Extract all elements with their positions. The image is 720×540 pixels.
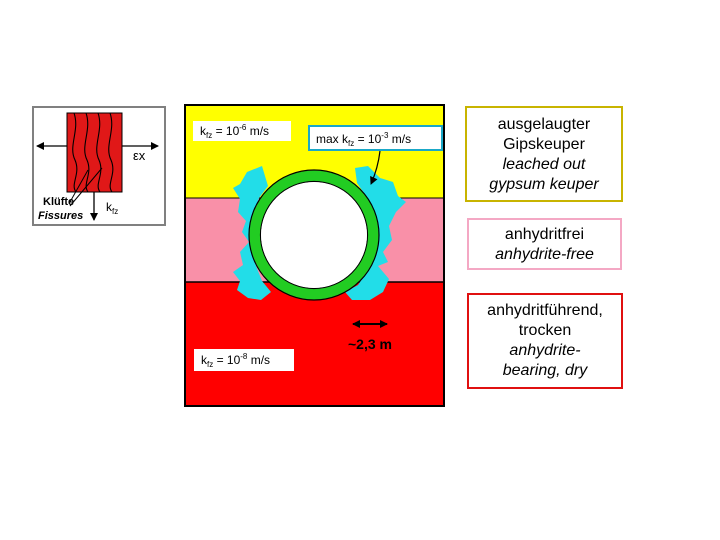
fissure-line (72, 112, 78, 193)
legend-en-line: gypsum keuper (489, 176, 599, 193)
epsilon-label: εx (133, 148, 146, 163)
legend-en-line: anhydrite-free (495, 246, 594, 263)
kfz-inset-label: kfz (106, 200, 118, 216)
layer-red (185, 282, 444, 406)
fissure-zone-left (233, 166, 271, 300)
cross-section: kfz = 10-6 m/s max kfz = 10-3 m/s kfz = … (184, 104, 445, 407)
fissure-line (108, 112, 114, 193)
fissure-pointer (69, 169, 89, 203)
legend-anhydrite-free: anhydritfrei anhydrite-free (467, 218, 622, 270)
k-max-pointer (370, 150, 381, 185)
k-max-callout (308, 125, 443, 151)
legend-de-line: anhydritführend, (487, 302, 603, 319)
section-frame (184, 104, 445, 407)
legend-de-line: trocken (518, 322, 572, 339)
k-bottom-label: kfz = 10-8 m/s (201, 352, 270, 369)
fissure-inset: εx Klüfte Fissures kfz (32, 106, 166, 226)
fissures-label-de: Klüfte (43, 196, 74, 208)
fissures-label-en: Fissures (38, 210, 83, 222)
legend-en-line: leached out (502, 156, 586, 173)
width-label: ~2,3 m (348, 336, 392, 352)
fissure-line (96, 112, 102, 193)
legend-en-line: bearing, dry (502, 362, 588, 379)
legend-de-line: anhydritfrei (504, 226, 585, 243)
legend-leached-gypsum-keuper: ausgelaugter Gipskeuper leached out gyps… (465, 106, 623, 202)
k-bottom-label-box (194, 349, 294, 371)
legend-en-line: anhydrite- (509, 342, 581, 359)
tunnel-opening (261, 182, 367, 288)
k-top-label: kfz = 10-6 m/s (200, 123, 269, 140)
fissure-line (84, 112, 90, 193)
fissure-pointer (69, 167, 103, 207)
legend-de-line: ausgelaugter (497, 116, 591, 133)
k-top-label-box (193, 121, 291, 141)
tunnel-lining-inner-edge (259, 180, 369, 290)
tunnel-lining-outer-edge (248, 169, 380, 301)
legend-de-line: Gipskeuper (503, 136, 585, 153)
legend-anhydrite-bearing: anhydritführend, trocken anhydrite- bear… (467, 293, 623, 389)
k-max-label: max kfz = 10-3 m/s (316, 131, 411, 148)
